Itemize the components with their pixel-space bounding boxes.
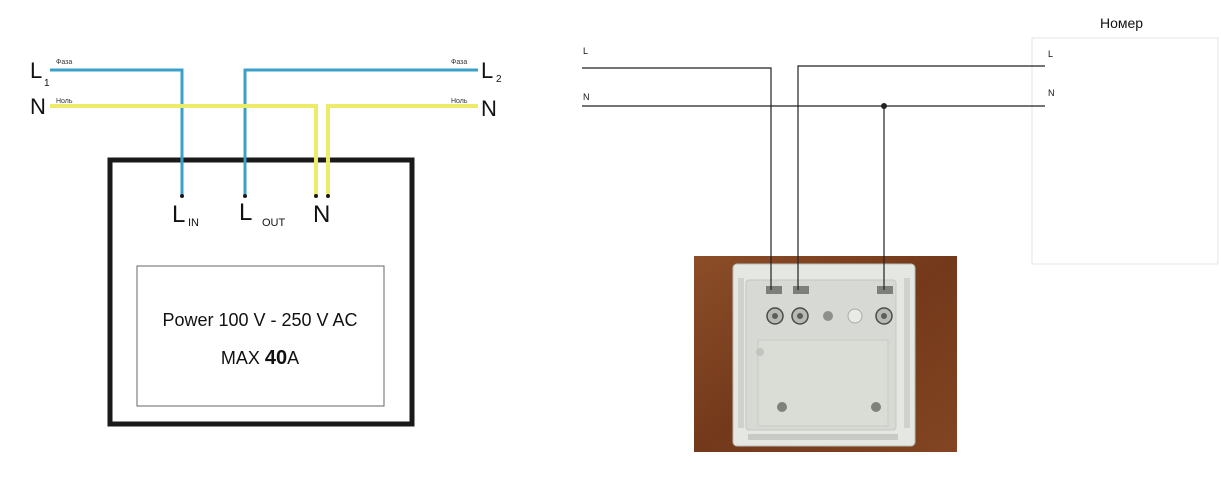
label-l2-sub: 2 [496,74,502,85]
power-text: Power 100 V - 250 V AC [162,310,357,330]
room-l-label: L [1048,49,1053,59]
label-l1-sub: 1 [44,78,50,89]
line-n-label: N [583,92,590,102]
label-n-right: N [481,96,497,121]
label-l1: L [30,58,42,83]
terminal-slot-2 [793,286,809,294]
label-lin: L [172,201,185,228]
label-phase-right: Фаза [451,59,467,66]
right-diagram: Номер L N L N [582,15,1219,452]
label-lout: L [239,199,252,226]
spec-box [136,265,385,407]
label-lout-sub: OUT [262,217,286,229]
mounting-hole-2 [871,402,881,412]
terminal-dot-lin [180,194,184,198]
label-n-left: N [30,94,46,119]
label-phase-left: Фаза [56,59,72,66]
phase-wire-in [50,68,184,196]
max-unit: A [287,348,299,368]
max-value: 40 [265,347,287,369]
terminal-dot-n2 [326,194,330,198]
terminal-slot-3 [877,286,893,294]
room-label: Номер [1100,15,1143,31]
junction-dot [881,103,887,109]
label-n-device: N [313,201,330,228]
neutral-wire-right [326,104,478,196]
label-neutral-left: Ноль [56,98,73,105]
left-diagram: L 1 Фаза N Ноль Фаза L 2 Ноль N L IN L O… [30,58,502,427]
wire-l-line [582,67,772,290]
phase-wire-out [243,68,478,196]
max-text: MAX 40A [221,347,299,369]
terminal-slot-1 [766,286,782,294]
terminal-dot-n1 [314,194,318,198]
max-prefix: MAX [221,348,265,368]
neutral-wire-left [50,104,318,196]
label-l2: L [481,58,493,83]
device-frame [107,157,415,427]
switch-photo [694,256,957,452]
label-neutral-right: Ноль [451,98,468,105]
mounting-hole-1 [777,402,787,412]
wire-l-room [797,65,1045,290]
label-lin-sub: IN [188,217,199,229]
line-l-label: L [583,46,588,56]
room-box [1031,37,1219,265]
terminal-dot-lout [243,194,247,198]
room-n-label: N [1048,88,1055,98]
